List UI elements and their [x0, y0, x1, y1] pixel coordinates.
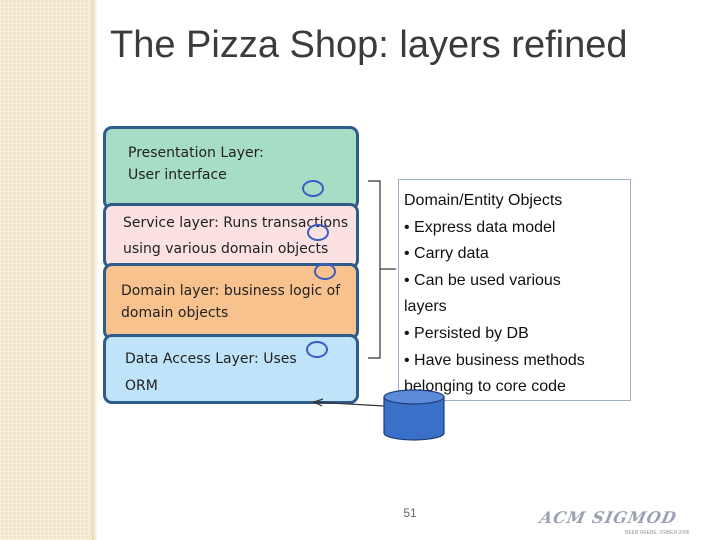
objects-line: • Carry data [404, 245, 489, 263]
orm-connector-line [313, 401, 385, 407]
objects-line: • Express data model [404, 218, 556, 236]
domain-entity-objects-heading: Domain/Entity Objects [404, 192, 563, 209]
connector-arrowhead [312, 398, 324, 407]
service-layer-box: Service layer: Runs transactions using v… [103, 203, 359, 269]
domain-object-ring-icon [314, 263, 336, 280]
objects-line: belonging to core code [404, 378, 566, 396]
service-layer-sublabel: using various domain objects [123, 241, 329, 257]
objects-line: • Persisted by DB [404, 324, 529, 342]
objects-line: layers [404, 298, 447, 316]
grouping-bracket [368, 180, 381, 359]
objects-line: • Have business methods [404, 351, 585, 369]
presentation-layer-sublabel: User interface [128, 167, 227, 183]
sidebar-edge [92, 0, 98, 540]
presentation-layer-label: Presentation Layer: [128, 145, 264, 161]
domain-object-ring-icon [306, 341, 328, 358]
data-access-layer-sublabel: ORM [125, 378, 158, 394]
data-access-layer-label: Data Access Layer: Uses [125, 351, 297, 367]
database-cylinder-icon [383, 389, 445, 441]
service-layer-label: Service layer: Runs transactions [123, 215, 349, 231]
domain-layer-label: Domain layer: business logic of [121, 283, 341, 299]
domain-object-ring-icon [302, 180, 324, 197]
domain-entity-objects-text: Domain/Entity Objects • Express data mod… [404, 188, 585, 401]
decorative-sidebar [0, 0, 92, 540]
domain-entity-objects-box: Domain/Entity Objects • Express data mod… [398, 179, 631, 401]
domain-object-ring-icon [307, 224, 329, 241]
footer-note: ВЕЕВ ЯЕЕВЕ, ©ЯВЕЯ 2006 [625, 530, 690, 536]
page-number: 51 [403, 506, 417, 520]
objects-line: • Can be used various [404, 271, 561, 289]
slide-title: The Pizza Shop: layers refined [110, 24, 628, 66]
domain-layer-sublabel: domain objects [121, 305, 229, 321]
